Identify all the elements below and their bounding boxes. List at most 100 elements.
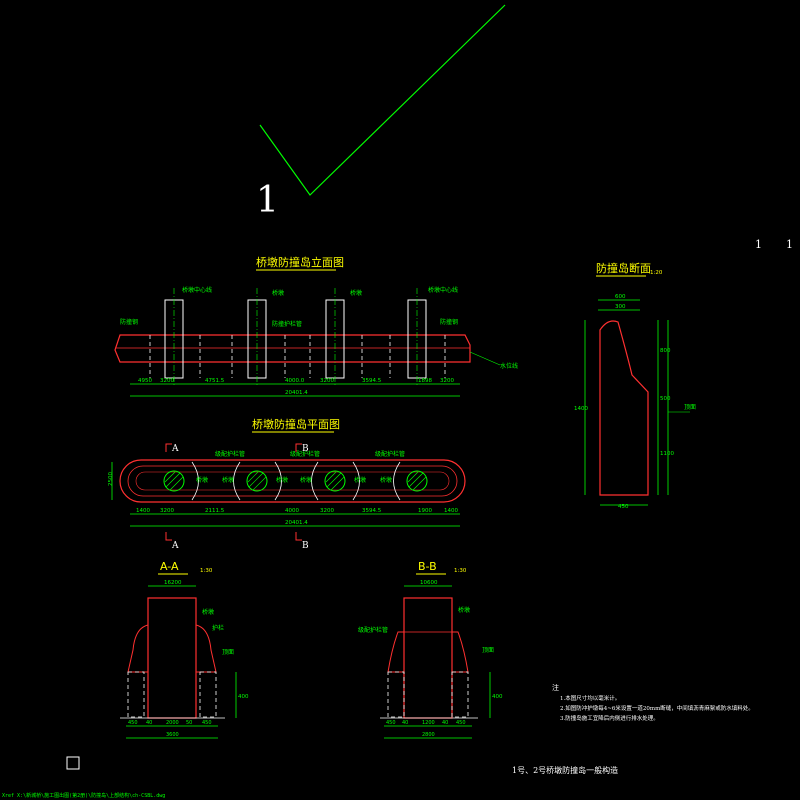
elev-dim-0: 4950 xyxy=(138,378,152,384)
section-mark-b-top: B xyxy=(302,444,309,454)
section-detail-view: 防撞岛断面 1:20 600 300 800 500 1100 1400 450… xyxy=(574,261,696,510)
elev-dim-total: 20401.4 xyxy=(285,390,308,396)
section-profile xyxy=(599,320,649,496)
aa-dim-2: 2000 xyxy=(166,720,179,726)
plan-view: 桥墩防撞岛平面图 级配护栏管 级配护栏管 级配护栏管 桥墩 xyxy=(108,417,466,551)
label-recycled-pipe: 防撞护栏管 xyxy=(272,320,302,328)
plan-dim-3: 4000 xyxy=(285,508,299,514)
bb-pile-right xyxy=(451,671,469,718)
plan-pier-1 xyxy=(163,470,185,492)
bb-left-guard xyxy=(387,631,404,673)
bb-pile-left xyxy=(387,671,405,718)
bb-dim-4: 450 xyxy=(456,720,466,726)
section-dim-right-0: 800 xyxy=(660,348,671,354)
bb-dim-0: 450 xyxy=(386,720,396,726)
plan-pier-3 xyxy=(324,470,346,492)
corner-mark-2: 1 xyxy=(786,238,793,251)
plan-label-pier-2: 桥墩 xyxy=(222,476,234,484)
section-dim-right-2: 1100 xyxy=(660,451,674,457)
aa-dim-1: 40 xyxy=(146,720,152,726)
section-dim-bottom: 450 xyxy=(618,504,629,510)
label-pier-elev-2: 桥墩 xyxy=(272,289,284,297)
plan-label-pipe-1: 级配护栏管 xyxy=(215,450,245,458)
plan-dim-0: 1400 xyxy=(136,508,150,514)
aa-label-face: 顶面 xyxy=(222,649,234,656)
aa-dim-top: 16200 xyxy=(164,580,182,586)
aa-right-guard xyxy=(195,624,217,673)
section-aa-view: A-A 1:30 16200 桥墩 护栏 顶面 400 450 40 2000 … xyxy=(120,560,249,739)
aa-left-guard xyxy=(127,624,149,673)
section-label-face: 顶面 xyxy=(684,404,696,411)
notes-block: 注 1.本图尺寸均以毫米计。 2.如图防冲护墩每4~6米设置一道20mm断缝，中… xyxy=(552,683,754,722)
bb-dim-top: 10600 xyxy=(420,580,438,586)
aa-pier-body xyxy=(147,597,197,719)
plan-label-pipe-3: 级配护栏管 xyxy=(375,450,405,458)
elev-dim-7: 3200 xyxy=(440,378,454,384)
xref-file-path: Xref X:\新城桥\施工图出图(第2册)\防撞岛\上部结构\ch-CSBL.… xyxy=(2,792,165,799)
label-pier-center: 桥墩中心线 xyxy=(182,286,212,294)
plan-piers xyxy=(163,470,428,492)
plan-dim-height: 2500 xyxy=(108,472,114,486)
bb-dim-total: 2800 xyxy=(422,732,435,738)
plan-inner-outline-2 xyxy=(135,471,450,491)
plan-label-pier-6: 桥墩 xyxy=(380,476,392,484)
bb-label-pier: 桥墩 xyxy=(458,606,470,614)
section-bb-scale: 1:30 xyxy=(454,568,467,574)
aa-dim-0: 450 xyxy=(128,720,138,726)
elevation-center-lines xyxy=(173,288,418,385)
green-leader-line xyxy=(259,4,506,196)
plan-label-pipe-2: 级配护栏管 xyxy=(290,450,320,458)
aa-dim-height: 400 xyxy=(238,694,249,700)
elev-dim-4: 3200 xyxy=(320,378,334,384)
bb-dim-1: 40 xyxy=(402,720,408,726)
plan-joint-contours xyxy=(191,461,401,501)
elevation-pile-lines xyxy=(149,335,446,378)
plan-section-marks xyxy=(165,443,302,541)
label-anticollision-steel: 防撞钢 xyxy=(120,318,138,326)
section-mark-a-top: A xyxy=(171,444,179,454)
label-pier-elev-3: 桥墩 xyxy=(350,289,362,297)
bb-label-pipe: 级配护栏管 xyxy=(358,626,388,634)
elev-dim-1: 3200 xyxy=(160,378,174,384)
bb-dim-3: 40 xyxy=(442,720,448,726)
plan-dim-4: 3200 xyxy=(320,508,334,514)
bb-label-face: 顶面 xyxy=(482,647,494,654)
section-bb-view: B-B 1:30 10600 桥墩 级配护栏管 顶面 400 450 40 12… xyxy=(358,560,503,739)
section-bb-title: B-B xyxy=(418,560,437,573)
section-mark-a-bottom: A xyxy=(171,541,179,551)
elevation-body xyxy=(114,334,471,363)
section-scale: 1:20 xyxy=(650,270,663,276)
elev-dim-6: 1898 xyxy=(418,378,432,384)
section-mark-b-bottom: B xyxy=(302,541,309,551)
bb-right-guard xyxy=(452,631,469,673)
section-aa-scale: 1:30 xyxy=(200,568,213,574)
aa-label-pier: 桥墩 xyxy=(202,608,214,616)
aa-pile-right xyxy=(199,671,217,718)
plan-dim-2: 2111.5 xyxy=(205,508,225,514)
section-dim-right-1: 500 xyxy=(660,396,671,402)
plan-dim-5: 3594.5 xyxy=(362,508,382,514)
corner-mark-1: 1 xyxy=(755,238,762,251)
plan-pier-2 xyxy=(246,470,268,492)
plan-inner-outline xyxy=(127,465,458,497)
plan-dim-7: 1400 xyxy=(444,508,458,514)
section-title: 防撞岛断面 xyxy=(596,261,651,275)
aa-dim-3: 50 xyxy=(186,720,192,726)
water-level-leader xyxy=(469,351,501,366)
aa-dim-4: 450 xyxy=(202,720,212,726)
plan-pier-4 xyxy=(406,470,428,492)
drawing-title: 1号、2号桥墩防撞岛一般构造 xyxy=(512,765,618,775)
plan-label-pier-4: 桥墩 xyxy=(300,476,312,484)
section-aa-title: A-A xyxy=(160,560,179,573)
section-dim-left: 1400 xyxy=(574,406,588,412)
label-water-level: 水位线 xyxy=(500,362,518,370)
elev-dim-2: 4751.5 xyxy=(205,378,225,384)
note-3: 3.防撞岛施工宜降后内侧进行排水处理。 xyxy=(560,714,659,722)
label-pier-center-4: 桥墩中心线 xyxy=(428,286,458,294)
note-1: 1.本图尺寸均以毫米计。 xyxy=(560,694,620,702)
small-square-marker xyxy=(66,756,80,770)
label-anticollision-steel-2: 防撞钢 xyxy=(440,318,458,326)
aa-pile-left xyxy=(127,671,145,718)
plan-label-pier-3: 桥墩 xyxy=(276,476,288,484)
